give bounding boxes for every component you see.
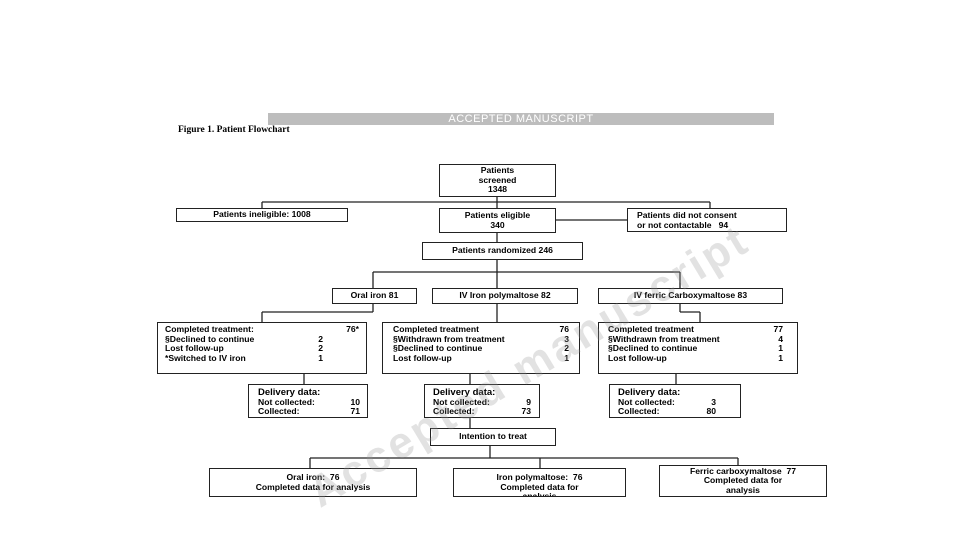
- ineligible-text: Patients ineligible: 1008: [213, 209, 311, 220]
- arm-polymaltose-box: IV Iron polymaltose 82: [432, 288, 578, 304]
- carboxymaltose-delivery-row: Collected:80: [618, 406, 716, 417]
- oral-analysis-line-2: Completed data for analysis: [255, 481, 371, 492]
- carboxymaltose-delivery-row: Not collected:3: [618, 396, 716, 407]
- randomized-box: Patients randomized 246: [422, 242, 583, 260]
- carboxymaltose-analysis-box: Ferric carboxymaltose 77 Completed data …: [659, 465, 827, 497]
- arm-oral-label: Oral iron 81: [350, 290, 399, 301]
- figure-title: Figure 1. Patient Flowchart: [178, 125, 290, 135]
- screened-line-1: Patients: [480, 165, 515, 176]
- arm-carboxymaltose-label: IV ferric Carboxymaltose 83: [633, 290, 748, 301]
- carboxymaltose-analysis-line-2: Completed data for: [703, 475, 783, 486]
- eligible-box: Patients eligible 340: [439, 208, 556, 233]
- carboxymaltose-delivery-title: Delivery data:: [618, 387, 681, 398]
- carboxymaltose-analysis-line-1: Ferric carboxymaltose 77: [689, 465, 797, 476]
- oral-delivery-title: Delivery data:: [258, 387, 321, 398]
- oral-delivery-box: Delivery data: Not collected:10 Collecte…: [248, 384, 368, 418]
- polymaltose-delivery-box: Delivery data: Not collected:9 Collected…: [424, 384, 540, 418]
- polymaltose-analysis-box: Iron polymaltose: 76 Completed data for …: [453, 468, 626, 497]
- carboxymaltose-analysis-line-3: analysis: [726, 484, 760, 495]
- no-consent-box: Patients did not consent or not contacta…: [627, 208, 787, 232]
- polymaltose-delivery-row: Collected:73: [433, 406, 531, 417]
- oral-treatment-box: Completed treatment:76* §Declined to con…: [157, 322, 367, 374]
- carboxymaltose-delivery-box: Delivery data: Not collected:3 Collected…: [609, 384, 741, 418]
- screened-box: Patients screened 1348: [439, 164, 556, 197]
- accepted-manuscript-banner: ACCEPTED MANUSCRIPT: [268, 113, 774, 125]
- oral-analysis-box: Oral iron: 76 Completed data for analysi…: [209, 468, 417, 497]
- screened-line-2: screened: [478, 174, 517, 185]
- no-consent-line-2: or not contactable 94: [637, 219, 729, 230]
- screened-count: 1348: [487, 184, 508, 195]
- oral-treatment-row: Completed treatment:76*: [165, 324, 359, 334]
- randomized-text: Patients randomized 246: [452, 245, 553, 256]
- polymaltose-delivery-title: Delivery data:: [433, 387, 496, 398]
- eligible-count: 340: [490, 219, 505, 230]
- eligible-line-1: Patients eligible: [464, 209, 531, 220]
- oral-analysis-line-1: Oral iron: 76: [286, 471, 340, 482]
- ineligible-box: Patients ineligible: 1008: [176, 208, 348, 222]
- polymaltose-delivery-row: Not collected:9: [433, 396, 531, 407]
- polymaltose-analysis-line-3: analysis: [522, 491, 557, 497]
- polymaltose-analysis-line-2: Completed data for: [500, 481, 579, 492]
- arm-oral-box: Oral iron 81: [332, 288, 417, 304]
- intention-to-treat-box: Intention to treat: [430, 428, 556, 446]
- no-consent-line-1: Patients did not consent: [637, 210, 737, 220]
- polymaltose-analysis-line-1: Iron polymaltose: 76: [496, 472, 583, 482]
- oral-delivery-row: Not collected:10: [258, 396, 360, 407]
- oral-delivery-row: Collected:71: [258, 406, 360, 417]
- intention-to-treat-text: Intention to treat: [459, 431, 527, 442]
- arm-polymaltose-label: IV Iron polymaltose 82: [459, 290, 551, 301]
- arm-carboxymaltose-box: IV ferric Carboxymaltose 83: [598, 288, 783, 304]
